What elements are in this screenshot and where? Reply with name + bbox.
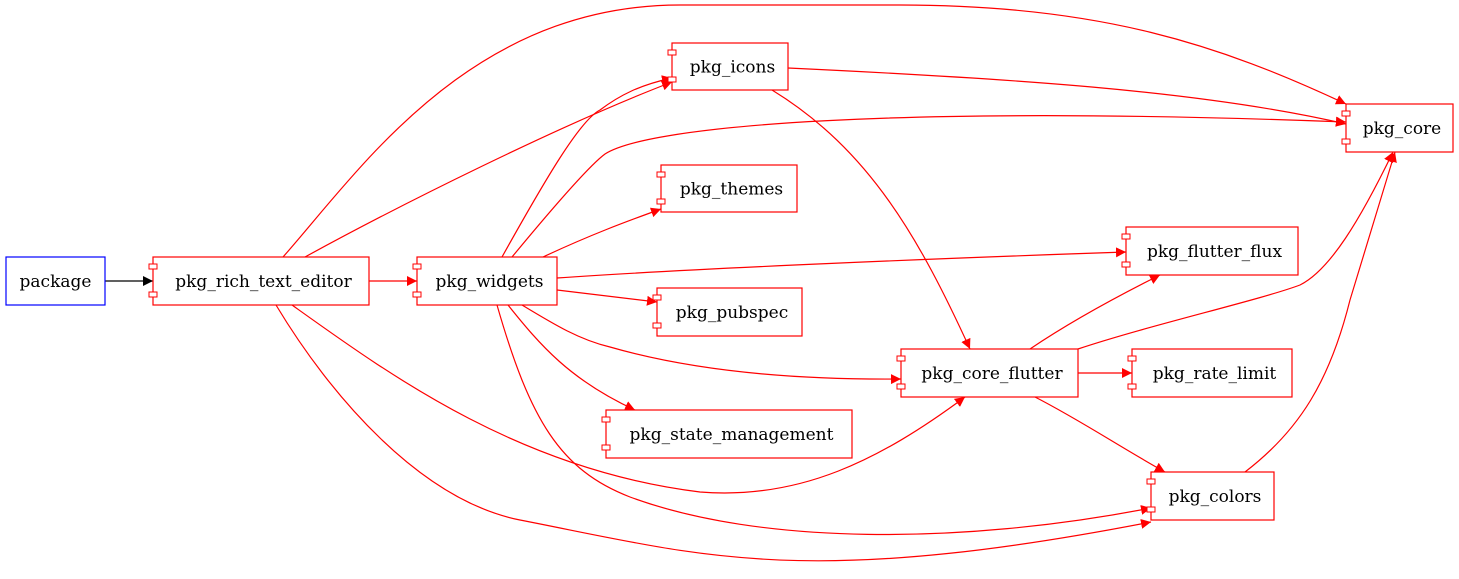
component-tab-icon — [652, 294, 662, 301]
node-box — [1131, 348, 1293, 398]
component-tab-icon — [667, 76, 677, 83]
node-label: pkg_rich_text_editor — [175, 272, 352, 292]
node-box — [1345, 103, 1454, 153]
node-pkg_state_management[interactable]: pkg_state_management — [601, 409, 853, 459]
node-pkg_icons[interactable]: pkg_icons — [667, 42, 789, 91]
component-tab-icon — [1341, 138, 1351, 145]
node-pkg_themes[interactable]: pkg_themes — [656, 164, 798, 213]
node-label: pkg_rate_limit — [1153, 364, 1277, 384]
node-label: pkg_icons — [690, 58, 775, 78]
component-tab-icon — [1146, 506, 1156, 513]
node-pkg_widgets[interactable]: pkg_widgets — [412, 256, 558, 306]
node-pkg_rate_limit[interactable]: pkg_rate_limit — [1127, 348, 1293, 398]
component-tab-icon — [1127, 355, 1137, 362]
node-pkg_core[interactable]: pkg_core — [1341, 103, 1454, 153]
node-box — [671, 42, 789, 91]
node-label: pkg_flutter_flux — [1147, 242, 1282, 262]
component-tab-icon — [1121, 261, 1131, 268]
edge-pkg_rich_text_editor-to-pkg_colors — [275, 304, 1152, 562]
edge-pkg_icons-to-pkg_core — [787, 67, 1347, 127]
component-tab-icon — [1146, 478, 1156, 485]
component-tab-icon — [601, 416, 611, 423]
node-pkg_pubspec[interactable]: pkg_pubspec — [652, 287, 803, 337]
node-box — [605, 409, 853, 459]
node-box — [1150, 471, 1275, 521]
node-label: pkg_state_management — [630, 425, 834, 445]
edge-pkg_core_flutter-to-pkg_flutter_flux — [1029, 274, 1161, 350]
component-tab-icon — [1341, 110, 1351, 117]
edge-pkg_core_flutter-to-pkg_colors — [1034, 396, 1166, 473]
edge-pkg_widgets-to-pkg_themes — [542, 207, 662, 258]
component-tab-icon — [667, 49, 677, 56]
edge-pkg_rich_text_editor-to-pkg_core — [282, 4, 1347, 258]
node-pkg_rich_text_editor[interactable]: pkg_rich_text_editor — [148, 256, 370, 306]
component-tab-icon — [656, 198, 666, 205]
node-box — [1125, 226, 1299, 276]
node-box — [900, 348, 1079, 398]
edge-pkg_icons-to-pkg_core_flutter — [771, 89, 971, 350]
node-label: pkg_core — [1363, 119, 1442, 139]
node-pkg_flutter_flux[interactable]: pkg_flutter_flux — [1121, 226, 1299, 276]
node-label: pkg_themes — [680, 180, 783, 200]
node-box — [152, 256, 370, 306]
node-package[interactable]: package — [5, 256, 106, 306]
edge-pkg_core_flutter-to-pkg_core — [1077, 151, 1394, 350]
edges-layer — [105, 4, 1397, 562]
node-box — [416, 256, 558, 306]
edge-pkg_widgets-to-pkg_core_flutter — [521, 304, 902, 385]
edge-pkg_widgets-to-pkg_pubspec — [556, 289, 658, 306]
edge-pkg_widgets-to-pkg_state_management — [507, 304, 636, 411]
node-pkg_core_flutter[interactable]: pkg_core_flutter — [896, 348, 1079, 398]
node-label: pkg_pubspec — [676, 303, 788, 323]
component-tab-icon — [148, 263, 158, 270]
edge-pkg_widgets-to-pkg_flutter_flux — [556, 247, 1127, 279]
edge-pkg_rich_text_editor-to-pkg_core_flutter — [291, 304, 966, 494]
component-tab-icon — [656, 171, 666, 178]
component-tab-icon — [896, 383, 906, 390]
node-box — [5, 256, 106, 306]
component-tab-icon — [601, 444, 611, 451]
node-label: pkg_widgets — [436, 272, 544, 292]
component-tab-icon — [652, 322, 662, 329]
component-tab-icon — [1127, 383, 1137, 390]
edge-pkg_widgets-to-pkg_core — [511, 115, 1347, 258]
edge-pkg_widgets-to-pkg_icons — [501, 75, 673, 258]
component-tab-icon — [148, 291, 158, 298]
node-label: package — [20, 272, 92, 292]
node-box — [656, 287, 803, 337]
component-tab-icon — [412, 291, 422, 298]
edge-pkg_rich_text_editor-to-pkg_icons — [304, 80, 673, 258]
node-label: pkg_colors — [1169, 487, 1262, 507]
node-pkg_colors[interactable]: pkg_colors — [1146, 471, 1275, 521]
component-tab-icon — [896, 355, 906, 362]
node-box — [660, 164, 798, 213]
component-tab-icon — [1121, 233, 1131, 240]
node-label: pkg_core_flutter — [921, 364, 1063, 384]
edge-pkg_colors-to-pkg_core — [1244, 151, 1397, 473]
component-tab-icon — [412, 263, 422, 270]
edge-pkg_widgets-to-pkg_colors — [496, 304, 1152, 536]
